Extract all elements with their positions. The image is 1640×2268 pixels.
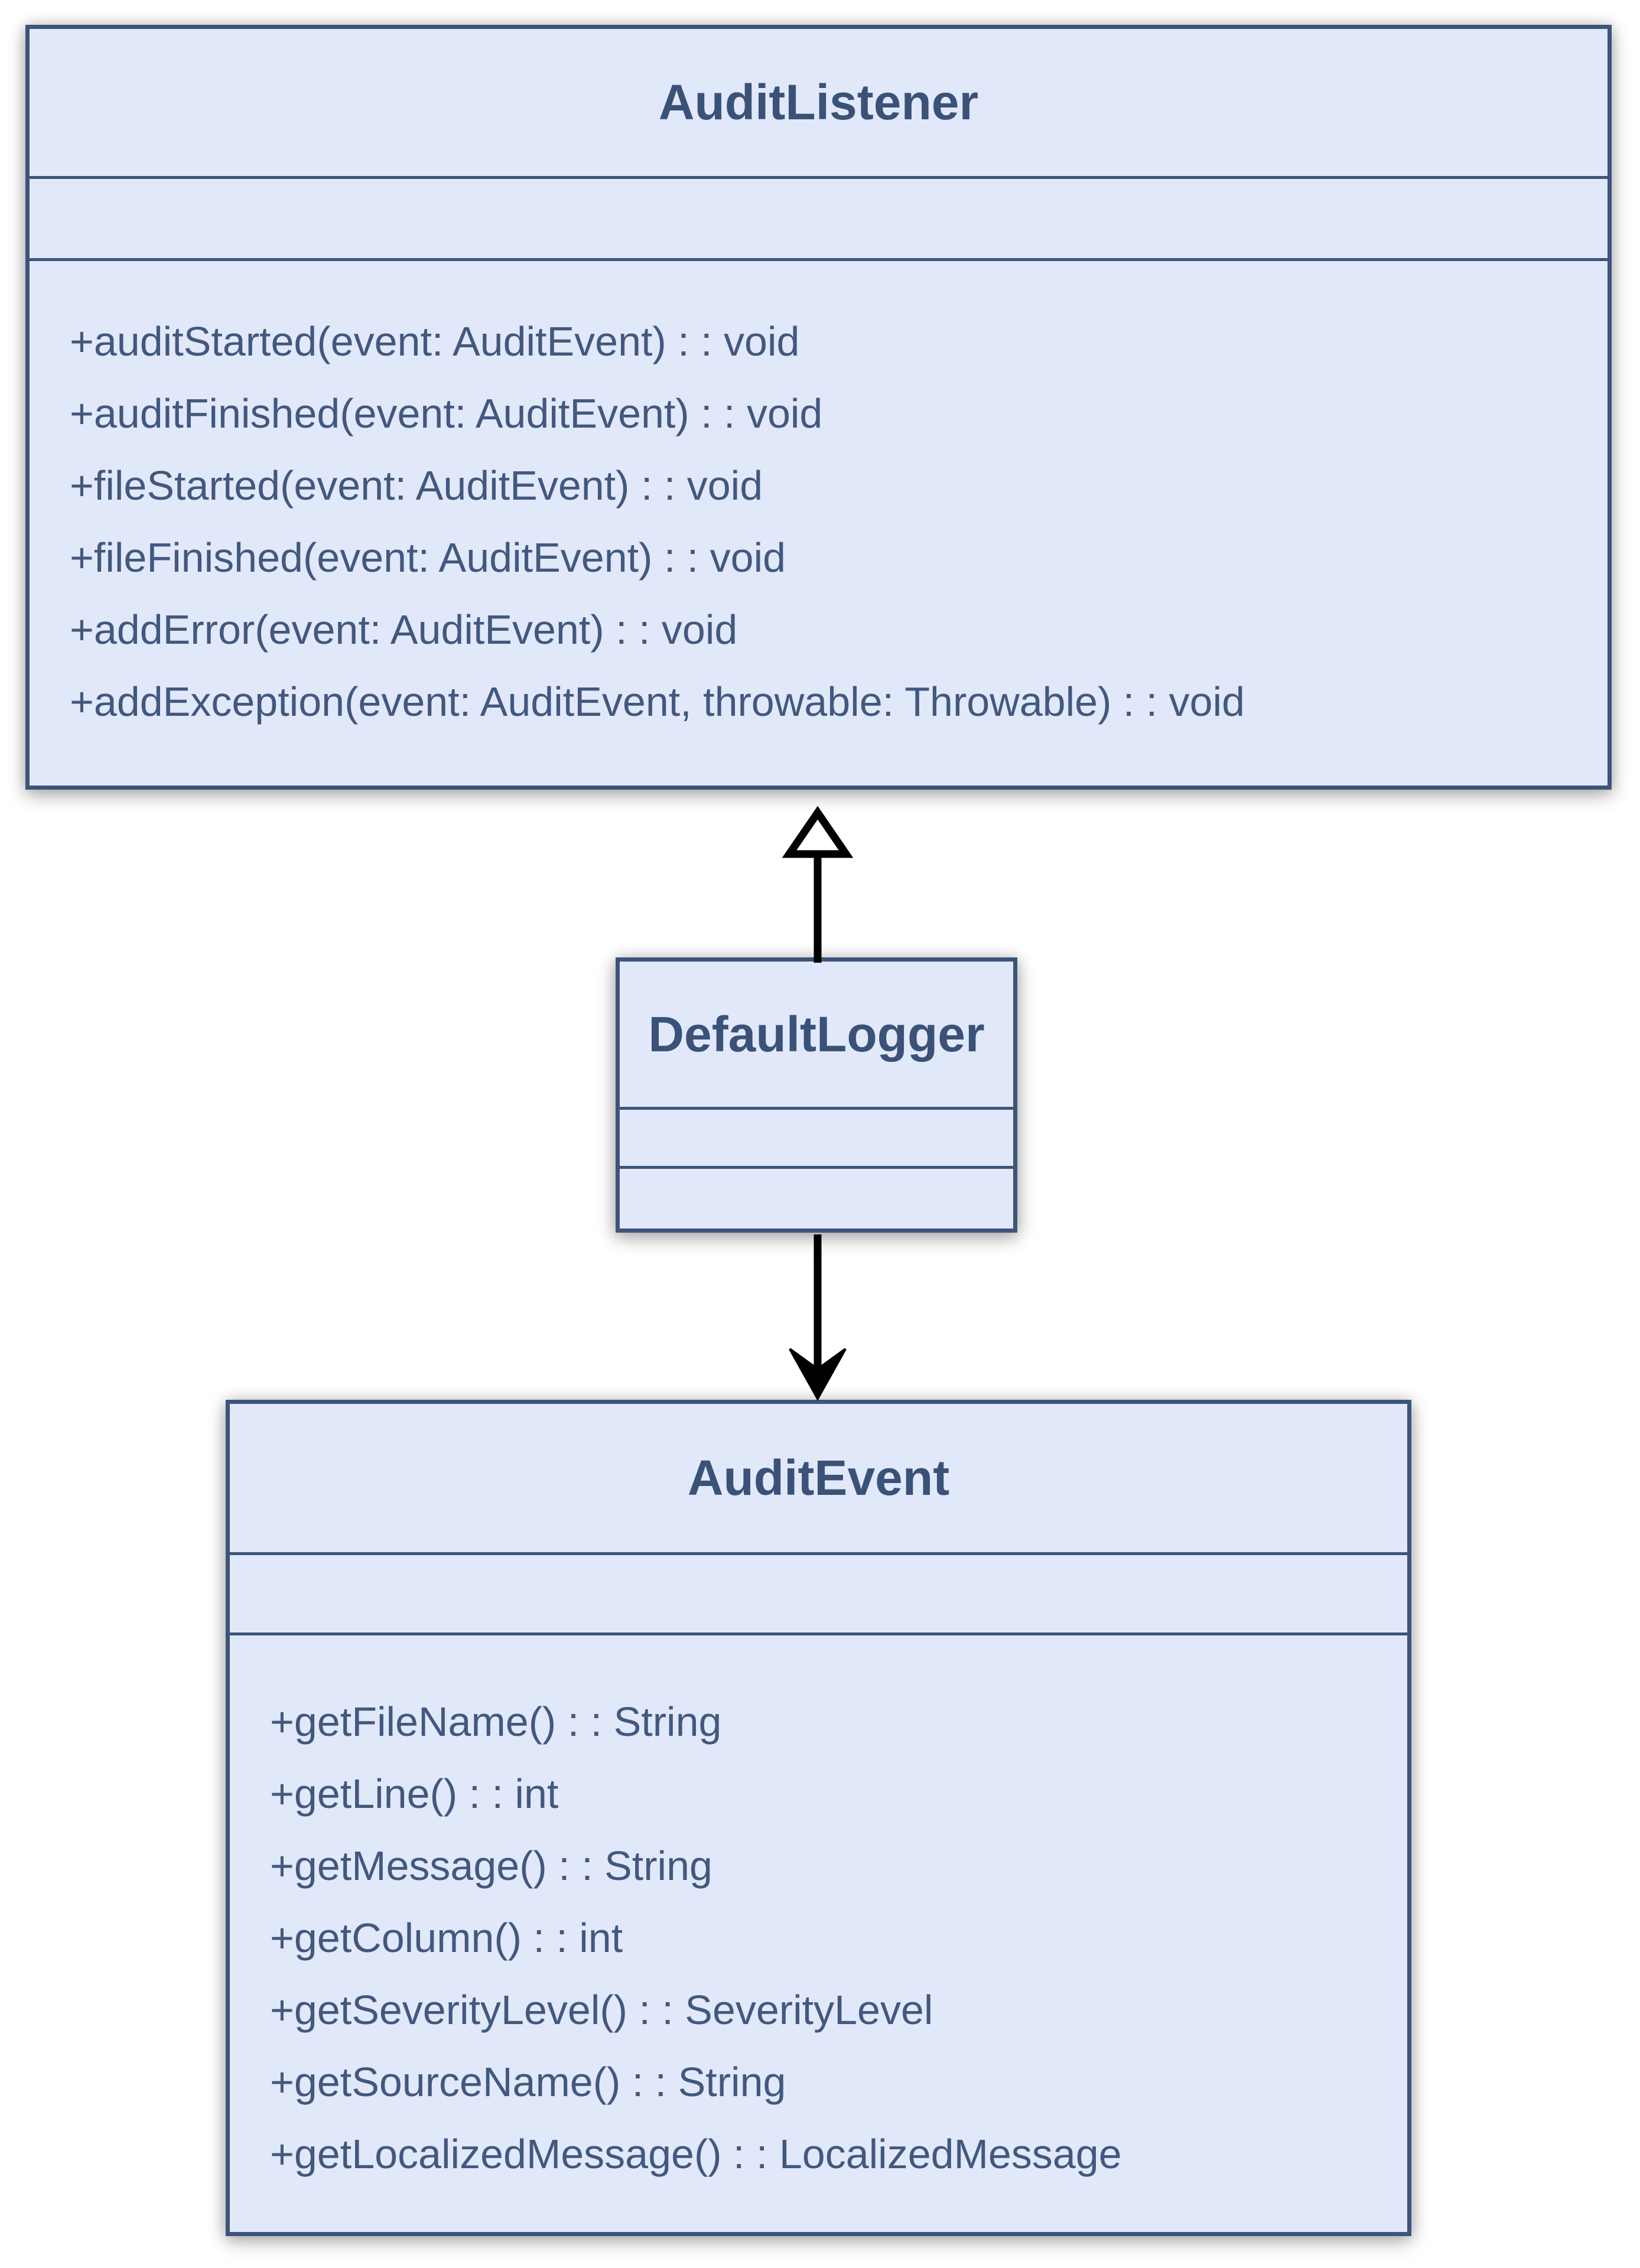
method-add-error: +addError(event: AuditEvent) : : void (70, 607, 738, 653)
method-add-exception: +addException(event: AuditEvent, throwab… (70, 679, 1245, 725)
class-title-auditlistener: AuditListener (30, 29, 1608, 179)
method-file-finished: +fileFinished(event: AuditEvent) : : voi… (70, 535, 786, 581)
method-get-column: +getColumn() : : int (270, 1915, 623, 1961)
class-title-defaultlogger: DefaultLogger (620, 962, 1013, 1110)
method-get-source-name: +getSourceName() : : String (270, 2059, 786, 2105)
class-attributes-auditevent (230, 1555, 1407, 1635)
method-get-localized-message: +getLocalizedMessage() : : LocalizedMess… (270, 2131, 1122, 2177)
class-methods-auditlistener: +auditStarted(event: AuditEvent) : : voi… (30, 261, 1608, 786)
method-audit-finished: +auditFinished(event: AuditEvent) : : vo… (70, 390, 823, 436)
method-get-line: +getLine() : : int (270, 1771, 559, 1817)
method-get-severity-level: +getSeverityLevel() : : SeverityLevel (270, 1987, 933, 2033)
method-file-started: +fileStarted(event: AuditEvent) : : void (70, 462, 763, 509)
method-audit-started: +auditStarted(event: AuditEvent) : : voi… (70, 318, 800, 364)
method-get-file-name: +getFileName() : : String (270, 1699, 722, 1745)
class-title-auditevent: AuditEvent (230, 1404, 1407, 1555)
class-box-auditevent: AuditEvent +getFileName() : : String +ge… (226, 1400, 1411, 2236)
class-methods-auditevent: +getFileName() : : String +getLine() : :… (230, 1635, 1407, 2232)
class-box-auditlistener: AuditListener +auditStarted(event: Audit… (25, 25, 1612, 790)
class-box-defaultlogger: DefaultLogger (616, 957, 1017, 1233)
method-get-message: +getMessage() : : String (270, 1843, 712, 1889)
class-attributes-auditlistener (30, 179, 1608, 261)
class-methods-defaultlogger (620, 1169, 1013, 1228)
class-attributes-defaultlogger (620, 1110, 1013, 1169)
association-arrow (789, 1234, 847, 1402)
generalization-arrow (782, 806, 854, 963)
